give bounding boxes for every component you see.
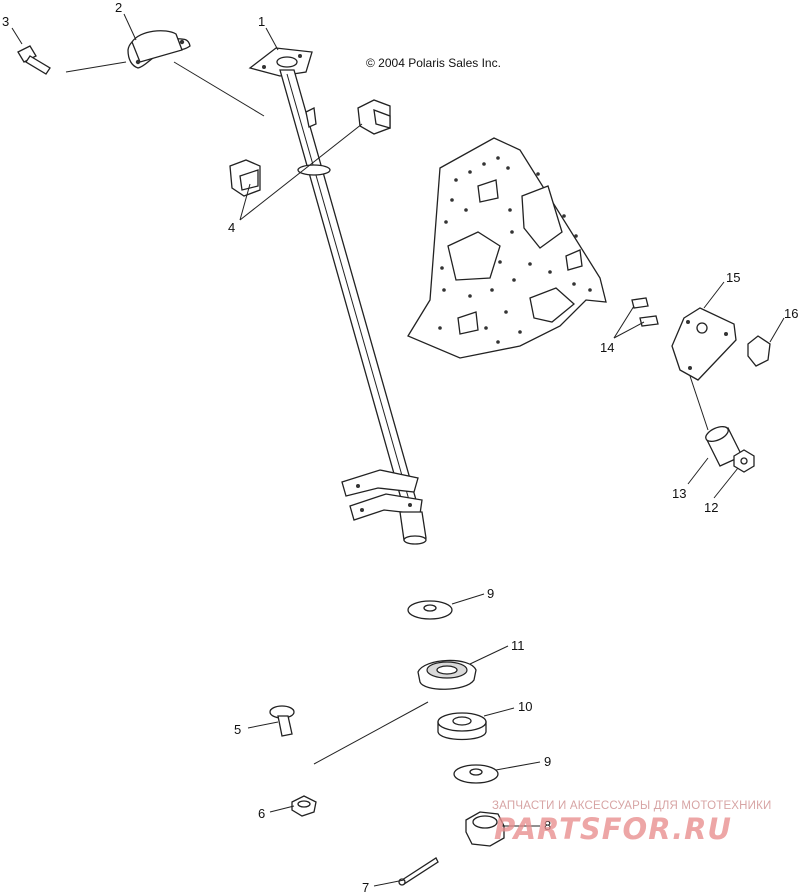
watermark: ЗАПЧАСТИ И АКСЕССУАРЫ ДЛЯ МОТОТЕХНИКИ PA… (492, 800, 792, 846)
callout-13: 13 (672, 486, 686, 501)
callout-9-lower: 9 (544, 754, 551, 769)
watermark-brand: PARTSFOR.RU (494, 812, 732, 846)
seal-part (437, 712, 487, 741)
callout-3: 3 (2, 14, 9, 29)
pins-part (631, 297, 659, 327)
carriage-bolt-part (269, 705, 295, 737)
steering-post-part (248, 47, 427, 545)
bearing-part (417, 659, 477, 690)
plug-part (291, 795, 317, 817)
copyright-text: © 2004 Polaris Sales Inc. (366, 56, 501, 70)
callout-6: 6 (258, 806, 265, 821)
callout-1: 1 (258, 14, 265, 29)
washer-upper-part (407, 600, 453, 620)
bushing-upper-part (357, 99, 391, 135)
castle-nut-part (465, 811, 505, 847)
callout-8: 8 (544, 818, 551, 833)
bushing-lower-part (229, 159, 261, 197)
washer-lower-part (453, 764, 499, 784)
callout-11: 11 (511, 638, 525, 653)
frame-plate-part (407, 137, 607, 359)
callout-2: 2 (115, 0, 122, 15)
callout-15: 15 (726, 270, 740, 285)
callout-9-upper: 9 (487, 586, 494, 601)
callout-16: 16 (784, 306, 798, 321)
leader-lines (11, 13, 785, 887)
cap-nut-part (747, 335, 771, 367)
watermark-tagline: ЗАПЧАСТИ И АКСЕССУАРЫ ДЛЯ МОТОТЕХНИКИ (492, 800, 772, 812)
mounting-plate-part (671, 307, 737, 381)
nut-small-part (733, 449, 755, 473)
callout-10: 10 (518, 699, 532, 714)
cotter-pin-part (398, 857, 439, 886)
frame-holes (438, 156, 592, 344)
callout-12: 12 (704, 500, 718, 515)
callout-4: 4 (228, 220, 235, 235)
callout-14: 14 (600, 340, 614, 355)
callout-7: 7 (362, 880, 369, 894)
clamp-part (127, 30, 191, 69)
spacer-part (705, 426, 743, 467)
callout-5: 5 (234, 722, 241, 737)
bolt-part (17, 45, 51, 75)
